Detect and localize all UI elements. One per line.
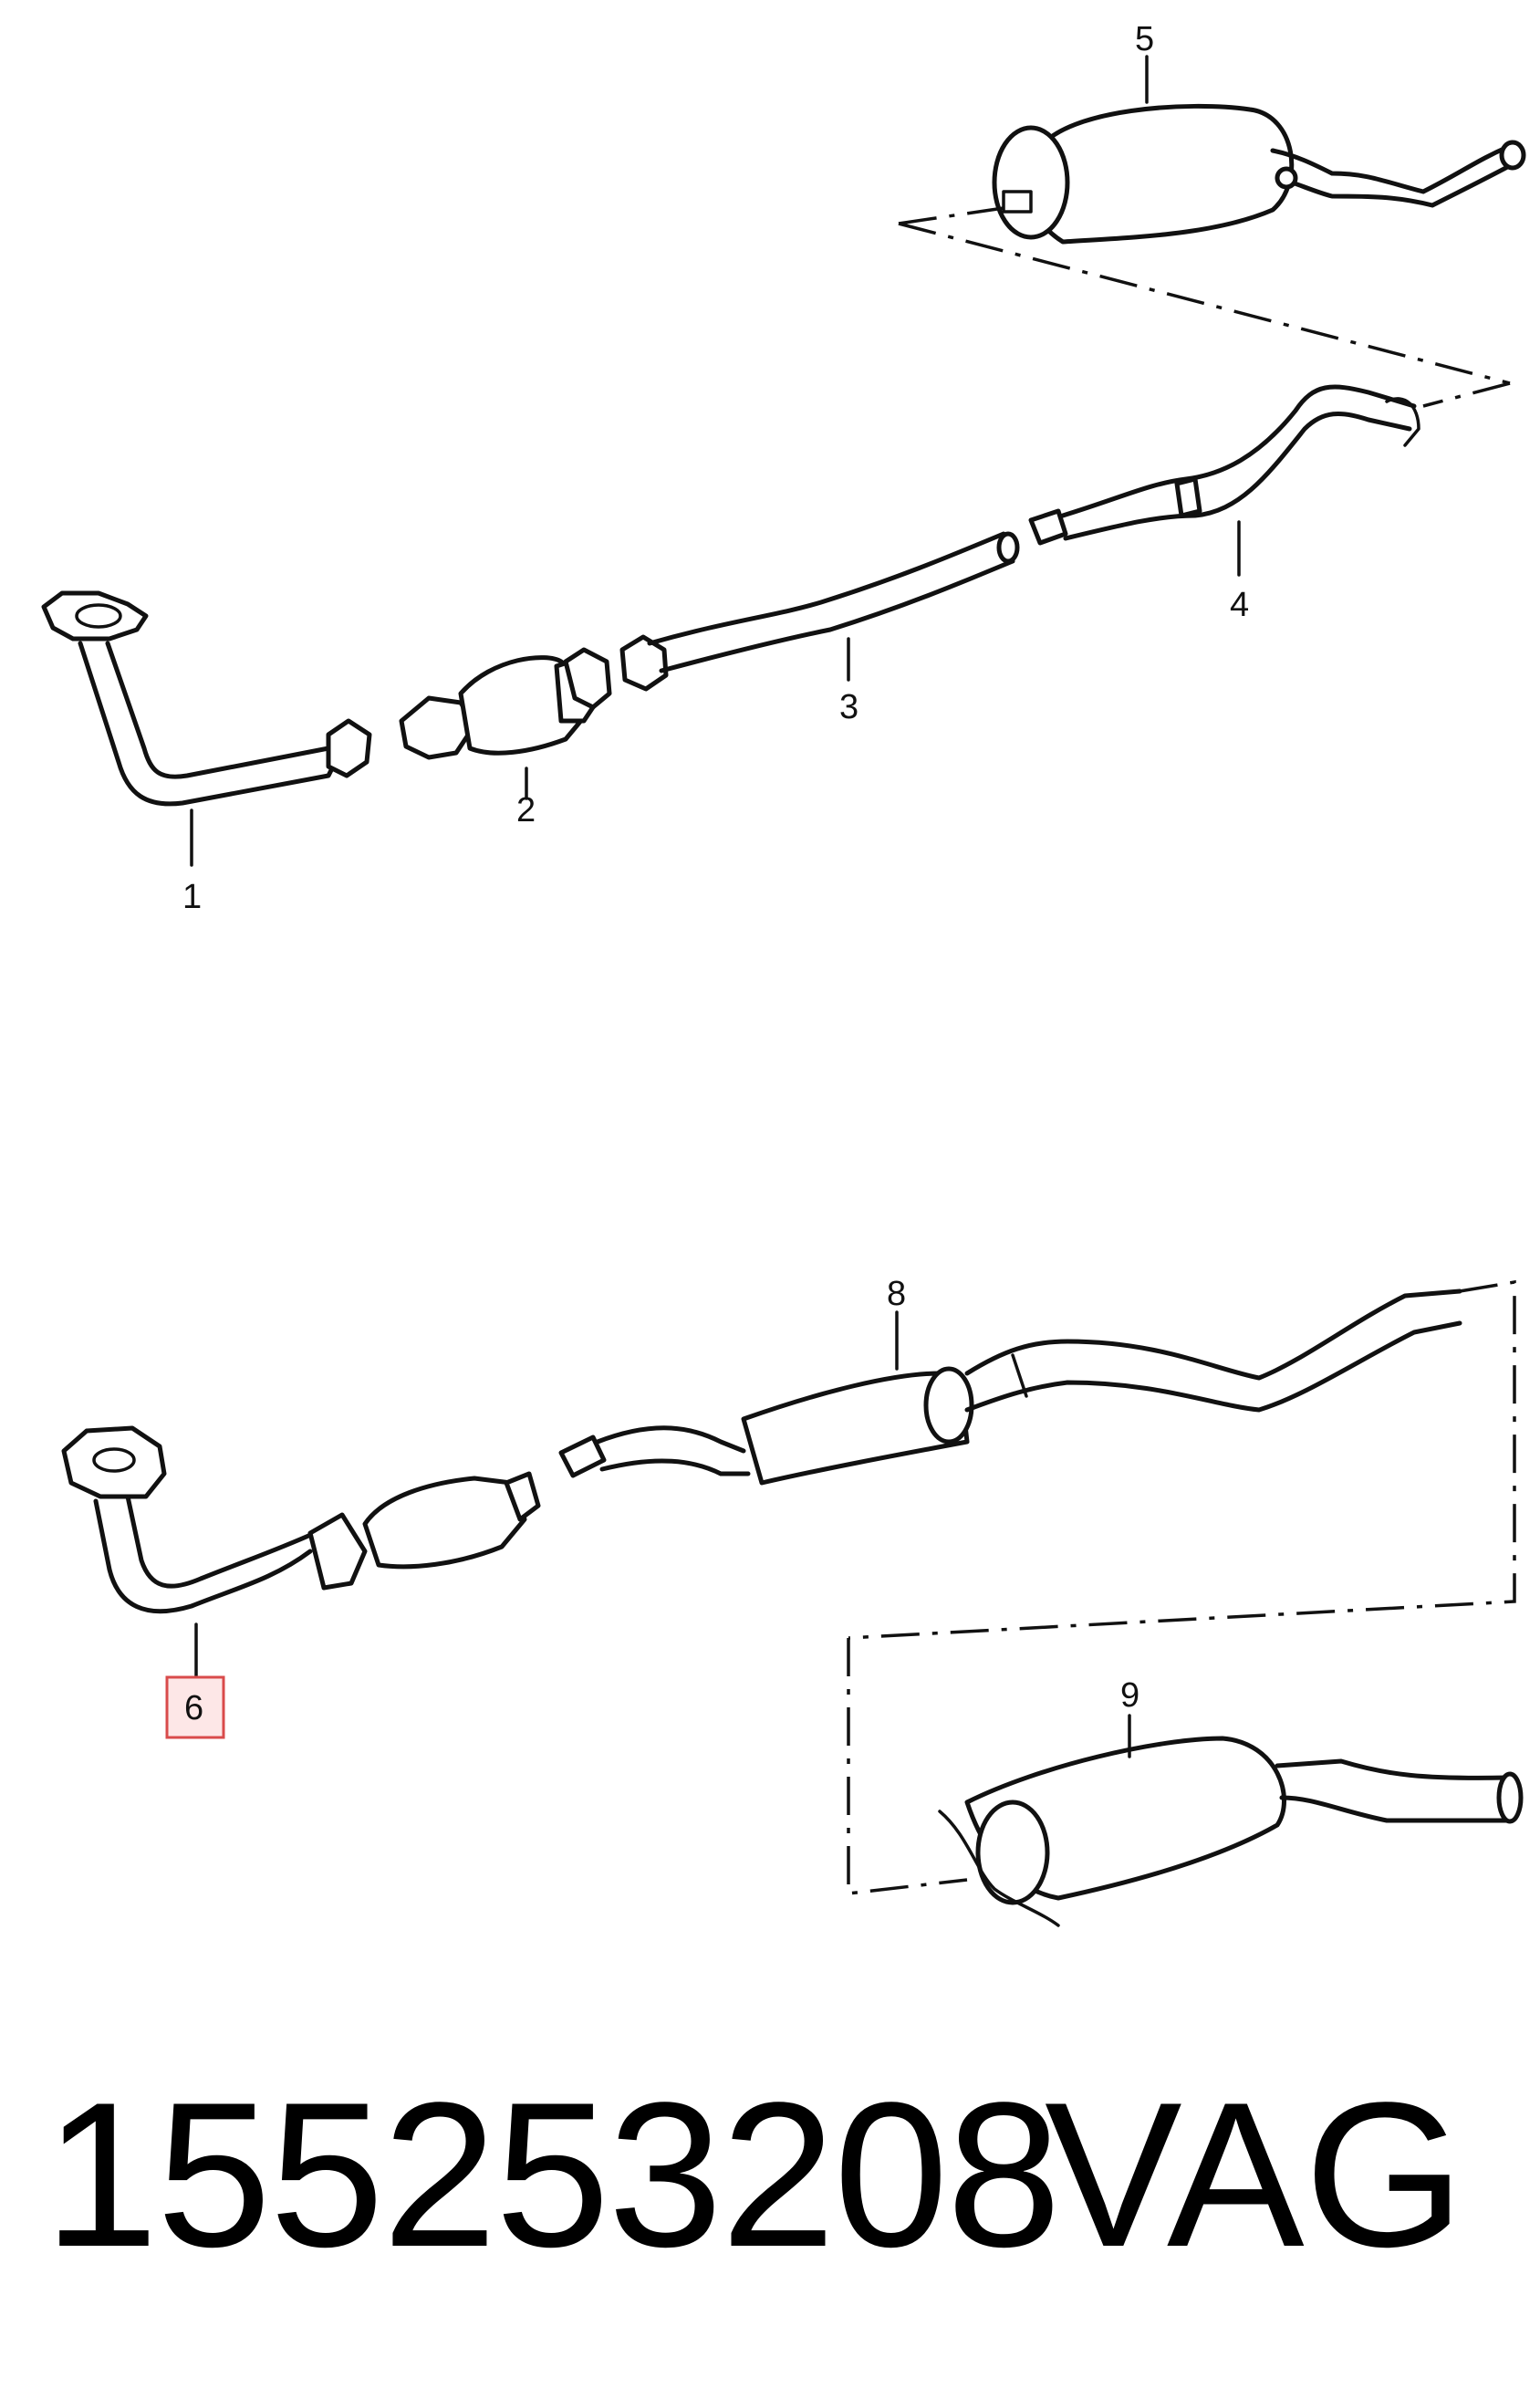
connector-lower-b xyxy=(847,1638,968,1895)
part-number: 155253208 xyxy=(44,2059,1061,2290)
callout-6: 6 xyxy=(184,1689,203,1727)
rear-pipe-4 xyxy=(1028,384,1420,546)
callout-3: 3 xyxy=(839,688,858,726)
rear-silencer-lower xyxy=(938,1736,1524,1927)
connector-upper-c xyxy=(1422,381,1511,408)
callout-9: 9 xyxy=(1120,1676,1139,1715)
catalytic-converter-2 xyxy=(399,647,612,760)
front-pipe-1 xyxy=(41,590,372,807)
callout-1: 1 xyxy=(182,878,202,916)
brand-name: VAG xyxy=(1045,2059,1465,2290)
middle-silencer-8 xyxy=(558,1288,1462,1486)
highlight-box-6 xyxy=(165,1675,225,1739)
connector-upper-a xyxy=(898,206,1004,225)
rear-silencer-upper xyxy=(992,103,1526,245)
callout-2: 2 xyxy=(516,791,536,829)
callout-4: 4 xyxy=(1230,586,1249,624)
connector-upper-b xyxy=(898,222,1511,385)
intermediate-pipe-3 xyxy=(619,531,1020,692)
callout-8: 8 xyxy=(887,1275,906,1313)
front-pipe-with-converter-6 xyxy=(61,1425,541,1614)
callout-5: 5 xyxy=(1135,20,1154,58)
connector-lower-a xyxy=(848,1279,1516,1640)
